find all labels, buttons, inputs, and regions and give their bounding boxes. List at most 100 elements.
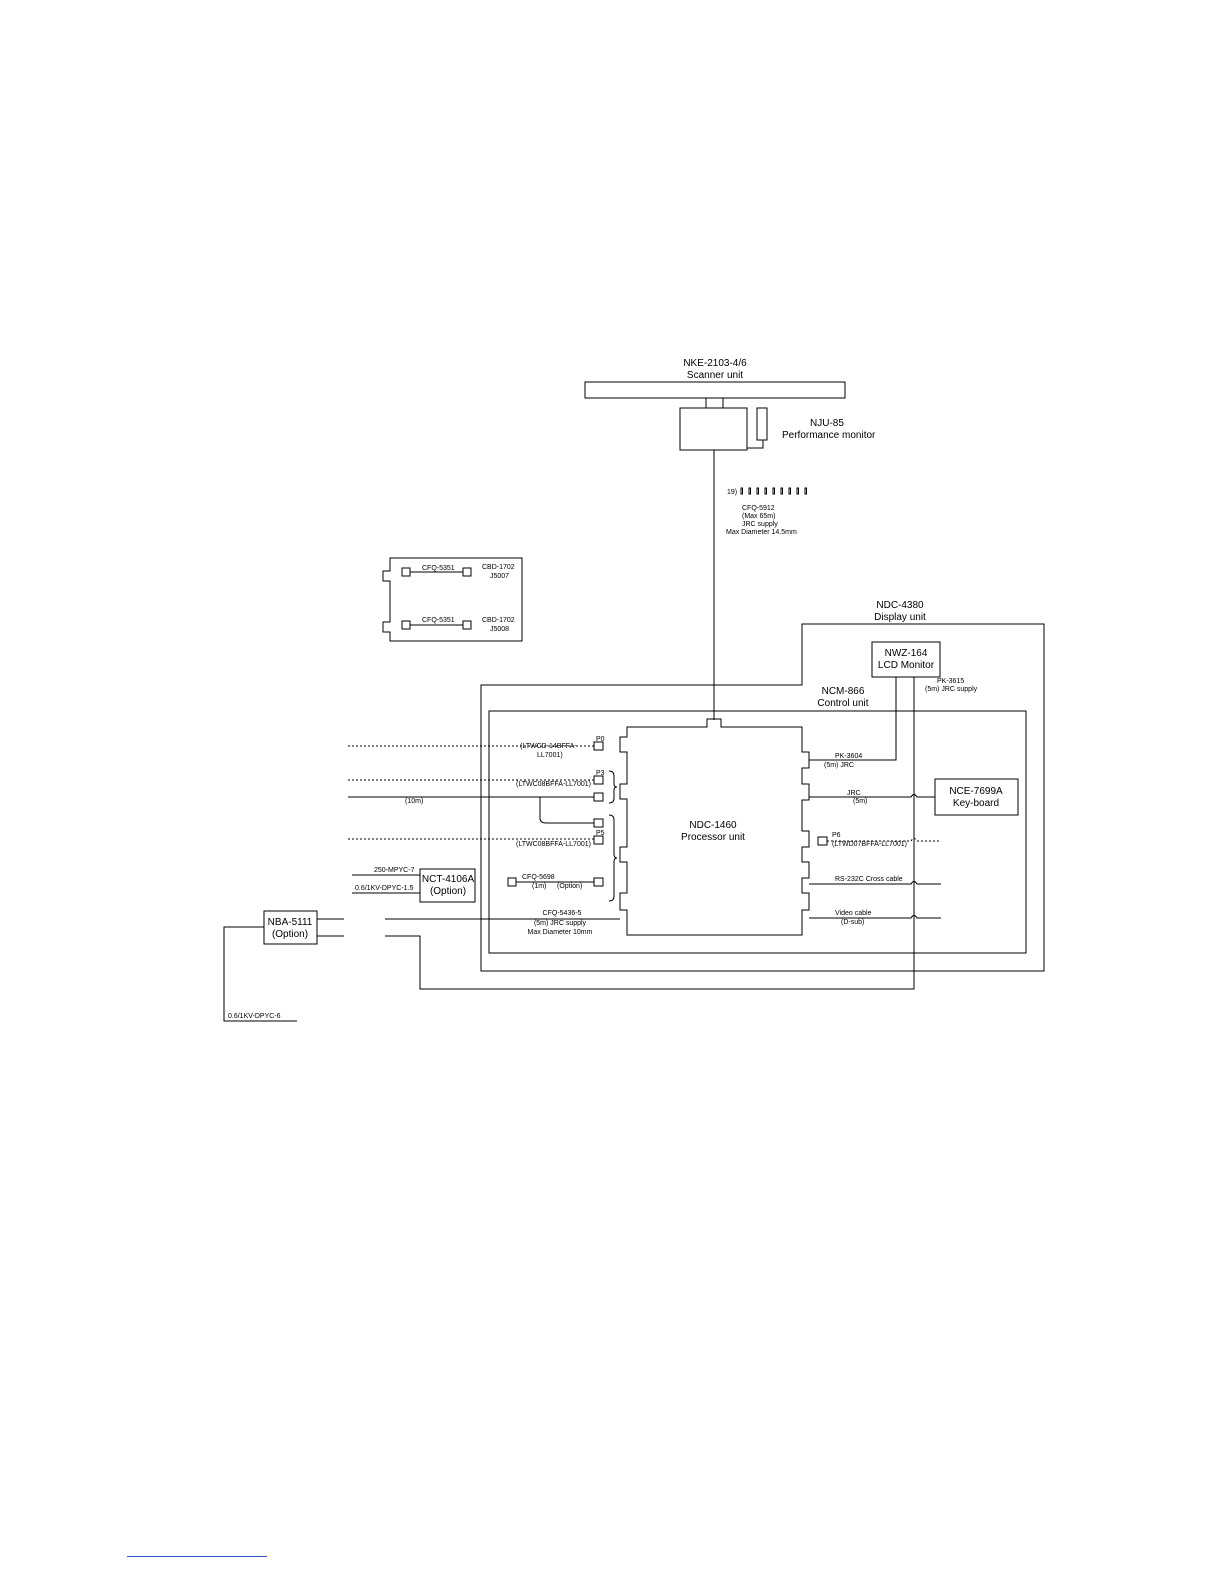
p0-port-label: P0 — [596, 736, 605, 743]
cable-10m-label: (10m) — [405, 798, 423, 805]
jrc-note: (5m) — [853, 798, 867, 805]
p5-connector — [593, 835, 604, 845]
scanner-antenna — [584, 381, 846, 399]
rs232-label: RS-232C Cross cable — [835, 876, 903, 883]
cbd-board-label: CBD-1702 — [482, 617, 515, 624]
cbd-board-label: CBD-1702 — [482, 564, 515, 571]
nba-option: (Option) — [272, 929, 308, 940]
cfq5698-label: CFQ-5698 — [522, 874, 555, 881]
footer-rule — [127, 1556, 267, 1557]
cbd-panel: CFQ-5351 CBD-1702 J5007 CFQ-5351 CBD-170… — [382, 557, 523, 642]
p0-cable-label-2: LL7001) — [537, 752, 563, 759]
cbd-connector-left — [401, 567, 411, 577]
brace-upper — [608, 770, 618, 804]
nct-4106a: NCT-4106A (Option) 250-MPYC-7 0.6/1KV-DP… — [352, 867, 476, 903]
cfq5698-option: (Option) — [557, 883, 582, 890]
performance-monitor-name: Performance monitor — [782, 430, 876, 441]
scanner-pedestal — [705, 397, 724, 409]
cfq5698-connector-right — [593, 877, 604, 887]
p6-port-label: P6 — [832, 832, 841, 839]
scanner-cable-marks — [740, 487, 807, 495]
video-label: Video cable — [835, 910, 872, 917]
right-connections: PK-3604 (5m) JRC NCE-7699A Key-board JRC… — [809, 677, 1019, 926]
nba-monitor-cable — [385, 677, 915, 990]
p6-connector — [817, 836, 828, 846]
scanner-model: NKE-2103-4/6 — [683, 358, 747, 369]
pk3604-note: (5m) JRC — [824, 762, 854, 769]
performance-monitor-model: NJU-85 — [810, 418, 844, 429]
performance-monitor-link — [747, 440, 764, 449]
power-cable-diameter: Max Diameter 10mm — [528, 929, 593, 936]
cbd-row: CFQ-5351 CBD-1702 J5008 — [401, 617, 515, 633]
pk3604-cable — [809, 677, 897, 761]
p5-cable-label: (LTWC08BFFA-LL7001) — [516, 841, 591, 848]
performance-monitor-unit — [756, 407, 768, 441]
control-unit-frame — [488, 710, 1027, 954]
cbd-connector-right — [462, 620, 472, 630]
keyboard-box — [934, 778, 1019, 816]
cbd-cable-label: CFQ-5351 — [422, 617, 455, 624]
cable-10m-connector — [593, 792, 604, 802]
cbd-connector-left — [401, 620, 411, 630]
pk3604-label: PK-3604 — [835, 753, 862, 760]
brace-lower — [608, 814, 618, 902]
scanner-cable-supply: JRC supply — [742, 521, 778, 528]
lcd-monitor-model: NWZ-164 — [885, 648, 928, 659]
keyboard-name: Key-board — [953, 798, 999, 809]
nba-5111: NBA-5111 (Option) 0.6/1KV-DPYC-6 — [223, 677, 915, 1022]
lcd-monitor-cable: PK-3615 — [937, 678, 964, 685]
scanner-name: Scanner unit — [687, 370, 743, 381]
left-connections: P0 (LTWCD-14BFFA- LL7001) P3 (LTWC08BFFA… — [348, 736, 620, 936]
rs232-cable — [809, 881, 941, 885]
jrc-label: JRC — [847, 790, 861, 797]
scanner-cable-model: CFQ-5912 — [742, 505, 775, 512]
processor-outline — [619, 718, 810, 936]
cfq5698-connector-left — [507, 877, 517, 887]
scanner-unit: NKE-2103-4/6 Scanner unit — [584, 358, 846, 451]
lcd-monitor-cable-note: (5m) JRC supply — [925, 686, 978, 693]
power-cable-model: CFQ-5436-5 — [543, 910, 582, 917]
p0-connector — [593, 741, 604, 751]
nba-model: NBA-5111 — [268, 917, 313, 928]
nct-input-2-label: 0.6/1KV-DPYC-1.5 — [355, 885, 413, 892]
display-unit: NDC-4380 Display unit — [480, 600, 1045, 972]
processor-model: NDC-1460 — [689, 820, 737, 831]
lcd-monitor-box — [871, 641, 941, 678]
keyboard-cable — [809, 794, 935, 798]
p0-cable-label: (LTWCD-14BFFA- — [520, 743, 577, 750]
cbd-panel-outline — [382, 557, 523, 642]
cbd-connector-right — [462, 567, 472, 577]
p3-cable-label: (LTWC08BFFA-LL7001) — [516, 781, 591, 788]
p5-port-label: P5 — [596, 830, 605, 837]
keyboard-model: NCE-7699A — [949, 786, 1003, 797]
video-note: (D-sub) — [841, 919, 864, 926]
power-cable-supply: (5m) JRC supply — [534, 920, 587, 927]
cfq5698-length: (1m) — [532, 883, 546, 890]
nct-input-1-label: 250-MPYC-7 — [374, 867, 415, 874]
p6-cable-label: (LTWD07BFFA-LL7001) — [832, 841, 907, 848]
p3-port-label: P3 — [596, 770, 605, 777]
cbd-row: CFQ-5351 CBD-1702 J5007 — [401, 564, 515, 580]
cbd-jack-label: J5008 — [490, 626, 509, 633]
branch-connector — [593, 818, 604, 828]
control-unit-model: NCM-866 — [822, 686, 865, 697]
cbd-jack-label: J5007 — [490, 573, 509, 580]
nct-option: (Option) — [430, 886, 466, 897]
nct-box — [419, 868, 476, 903]
scanner-cable-length: (Max 65m) — [742, 513, 775, 520]
control-unit: NCM-866 Control unit — [488, 686, 1027, 954]
nba-box — [263, 910, 318, 945]
nba-supply-label: 0.6/1KV-DPYC-6 — [228, 1013, 281, 1020]
control-unit-name: Control unit — [817, 698, 868, 709]
scanner-cable-head: 19) — [727, 489, 737, 496]
scanner-cable-diameter: Max Diameter 14.5mm — [726, 529, 797, 536]
display-unit-model: NDC-4380 — [876, 600, 924, 611]
cable-10m-branch — [539, 797, 594, 824]
display-unit-name: Display unit — [874, 612, 926, 623]
scanner-gearbox — [679, 407, 748, 451]
nct-model: NCT-4106A — [422, 874, 475, 885]
performance-monitor: NJU-85 Performance monitor — [747, 407, 876, 449]
nba-supply-cable — [223, 926, 297, 1022]
cbd-cable-label: CFQ-5351 — [422, 565, 455, 572]
